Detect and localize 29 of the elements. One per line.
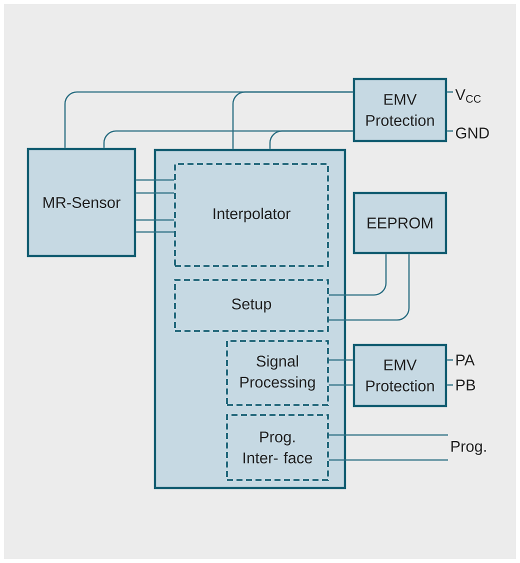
connector-line — [232, 91, 353, 149]
pin-label: Prog. — [451, 441, 486, 455]
connector-line — [269, 130, 353, 149]
block-box: EMV Protection — [352, 78, 448, 142]
pin-label: PA — [456, 354, 475, 366]
connector-line — [447, 91, 453, 93]
connector-line — [136, 192, 174, 194]
pin-label: V$_{CC}$ — [455, 89, 481, 103]
function-block: Prog. Inter- face — [226, 414, 329, 481]
connector-line — [447, 359, 453, 361]
connector-line — [447, 130, 453, 132]
block-box: EEPROM — [352, 192, 448, 254]
connector-line — [328, 254, 410, 321]
pin-label: PB — [456, 380, 476, 390]
connector-line — [136, 219, 174, 221]
connector-line — [328, 434, 448, 436]
connector-line — [447, 384, 453, 386]
function-block: Signal Processing — [226, 340, 329, 406]
connector-line — [328, 359, 353, 361]
pin-label: GND — [456, 128, 489, 138]
function-block: Interpolator — [174, 163, 329, 267]
block-box: MR-Sensor — [26, 148, 136, 258]
connector-line — [136, 179, 174, 181]
function-block: Setup — [174, 279, 329, 332]
connector-line — [328, 459, 448, 461]
block-box: EMV Protection — [352, 344, 448, 408]
connector-line — [328, 254, 387, 296]
connector-line — [136, 231, 174, 233]
connector-line — [328, 384, 353, 386]
